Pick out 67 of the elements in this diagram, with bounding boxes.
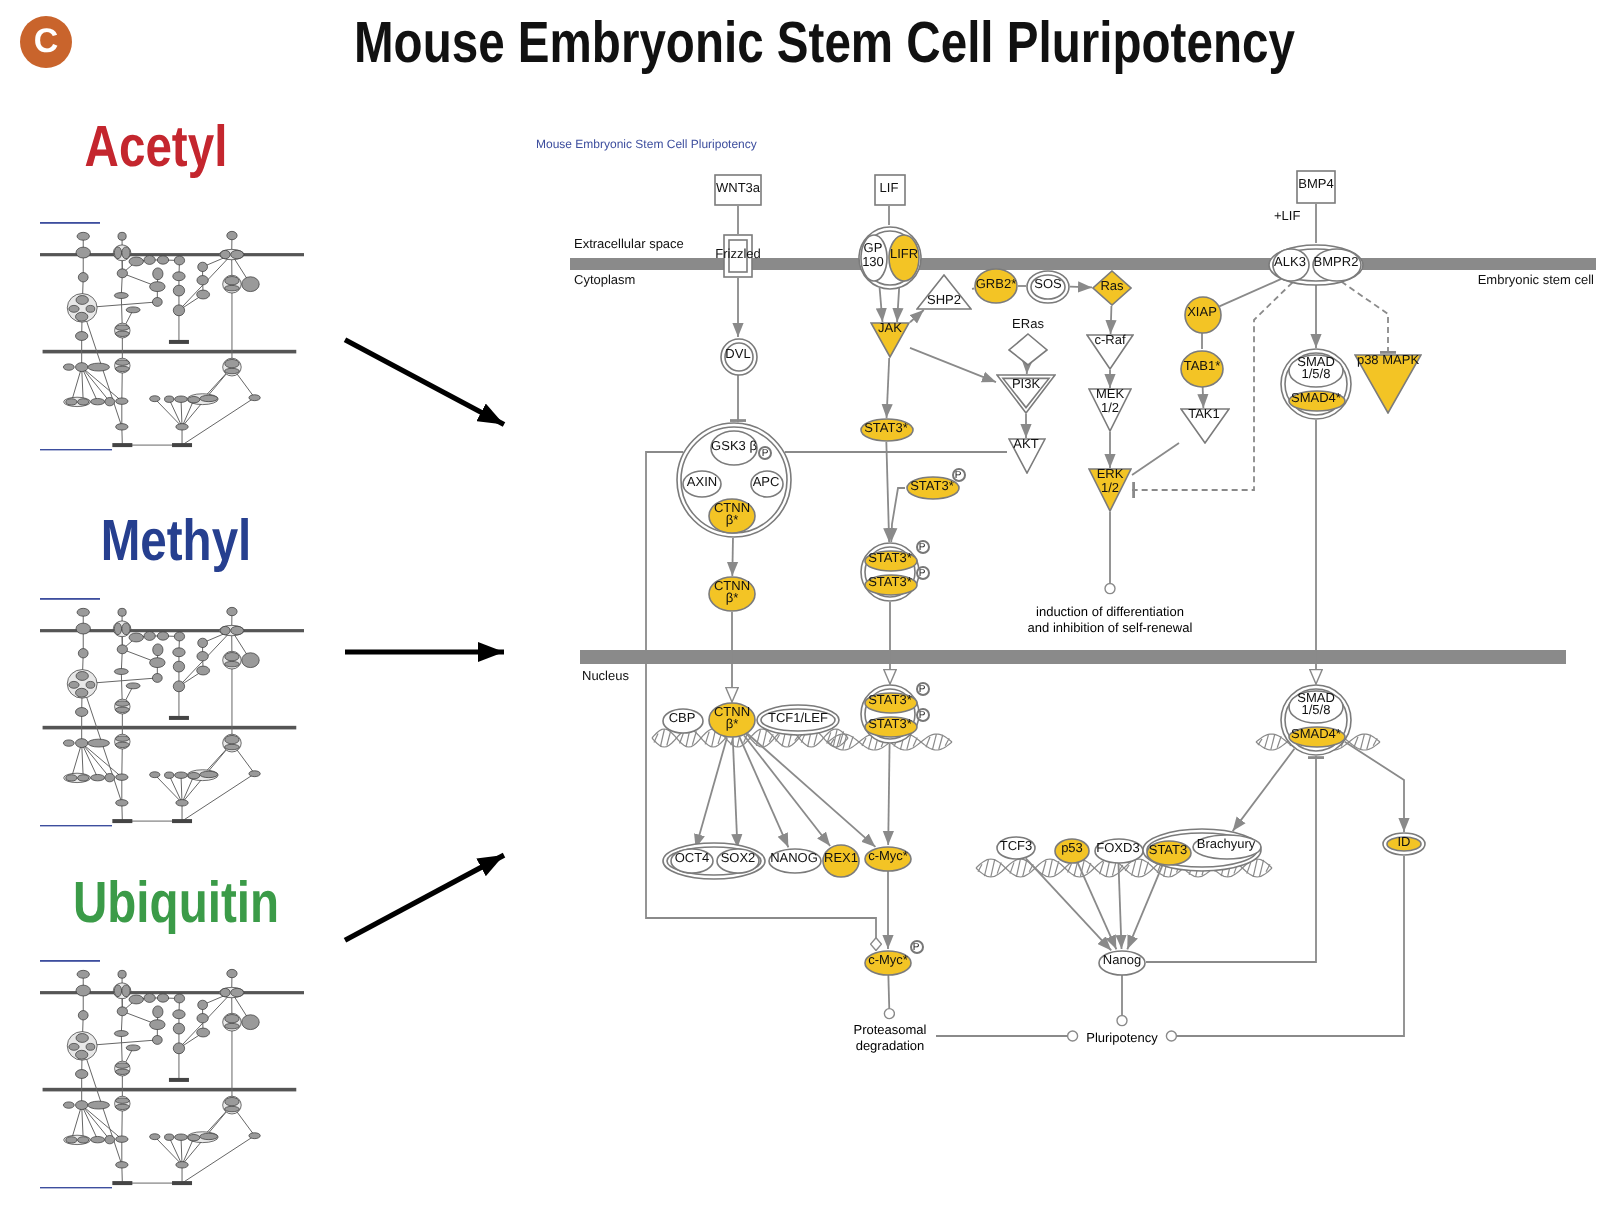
modification-heading: Methyl — [99, 514, 251, 572]
activation-arrow — [882, 743, 894, 846]
activation-arrow — [1343, 740, 1410, 833]
activation-arrow — [1104, 431, 1116, 469]
activation-arrow — [1104, 369, 1116, 389]
activation-arrow — [1309, 419, 1323, 685]
protein-complex — [855, 225, 923, 289]
inhibition-line — [730, 374, 746, 424]
binding-line — [1218, 278, 1283, 308]
panel-letter-badge: C — [20, 16, 72, 68]
inhibition-line — [1340, 280, 1396, 355]
activation-arrow — [746, 732, 877, 848]
activation-arrow — [882, 870, 894, 950]
pointer-arrow — [343, 337, 506, 427]
activation-arrow — [1126, 863, 1164, 951]
protein-complex — [676, 422, 792, 538]
activation-arrow — [1024, 857, 1113, 952]
activation-arrow — [732, 277, 744, 338]
leads-to-line — [935, 1030, 1079, 1042]
inhibition-line — [1131, 281, 1294, 498]
leads-to-line — [883, 974, 896, 1020]
activation-arrow — [881, 357, 893, 419]
activation-arrow — [1020, 413, 1032, 439]
activation-arrow — [731, 737, 743, 849]
activation-arrow — [743, 734, 832, 847]
protein-complex — [1280, 684, 1352, 756]
modification-line — [645, 451, 883, 952]
activation-arrow — [1115, 862, 1127, 950]
activation-arrow — [1105, 305, 1117, 335]
leads-to-line — [1116, 974, 1128, 1027]
activation-arrow — [1310, 284, 1322, 349]
protein-complex — [1267, 243, 1363, 285]
modification-heading: Acetyl — [83, 120, 227, 178]
protein-complex — [662, 842, 766, 880]
binding-line — [783, 451, 1008, 453]
activation-arrow — [909, 309, 925, 324]
binding-line — [888, 205, 890, 226]
pointer-arrow — [343, 852, 506, 943]
protein-complex — [860, 542, 920, 602]
activation-arrow — [1076, 861, 1118, 951]
activation-arrow — [875, 286, 887, 323]
binding-line — [737, 205, 739, 235]
activation-arrow — [883, 441, 895, 543]
inhibition-line — [1145, 755, 1324, 963]
activation-arrow — [738, 736, 790, 849]
binding-line — [1017, 285, 1027, 287]
modification-heading: Ubiquitin — [71, 876, 279, 934]
protein-complex — [1280, 348, 1352, 420]
binding-line — [1315, 203, 1317, 244]
protein-complex — [860, 684, 920, 744]
activation-arrow — [1021, 359, 1033, 375]
activation-arrow — [892, 286, 904, 323]
activation-arrow — [725, 611, 739, 703]
figure-title: Mouse Embryonic Stem Cell Pluripotency — [354, 16, 1295, 74]
activation-arrow — [726, 537, 739, 577]
binding-line — [1131, 442, 1180, 476]
pointer-arrow — [345, 642, 504, 662]
activation-arrow — [1231, 747, 1296, 832]
activation-arrow — [886, 487, 906, 543]
activation-arrow — [1197, 386, 1209, 409]
activation-arrow — [1069, 281, 1093, 293]
activation-arrow — [909, 347, 997, 383]
activation-arrow — [883, 601, 897, 685]
leads-to-line — [1165, 855, 1405, 1042]
leads-to-line — [1104, 511, 1116, 595]
binding-line — [1201, 332, 1203, 350]
protein-complex — [1142, 828, 1262, 872]
